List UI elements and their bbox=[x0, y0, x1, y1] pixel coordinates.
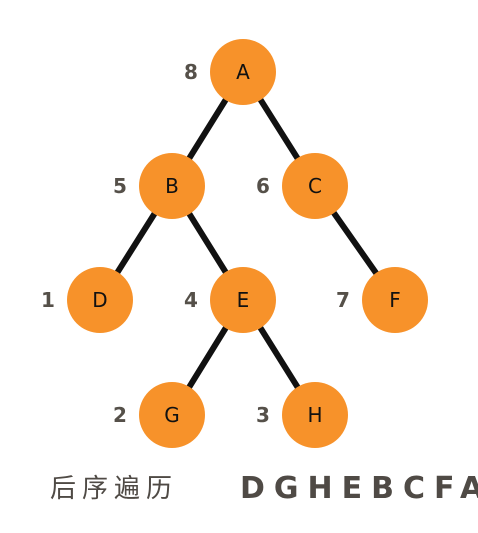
node-label: H bbox=[307, 403, 322, 427]
node-circle bbox=[67, 267, 133, 333]
tree-node-d: D1 bbox=[41, 267, 133, 333]
node-label: B bbox=[165, 174, 179, 198]
visit-order-number: 2 bbox=[113, 403, 127, 427]
tree-node-a: A8 bbox=[184, 39, 276, 105]
visit-order-number: 4 bbox=[184, 288, 198, 312]
tree-node-h: H3 bbox=[256, 382, 348, 448]
node-circle bbox=[210, 39, 276, 105]
node-label: A bbox=[236, 60, 250, 84]
node-circle bbox=[210, 267, 276, 333]
tree-node-e: E4 bbox=[184, 267, 276, 333]
tree-node-b: B5 bbox=[113, 153, 205, 219]
node-label: C bbox=[308, 174, 322, 198]
node-label: E bbox=[237, 288, 250, 312]
tree-node-c: C6 bbox=[256, 153, 348, 219]
visit-order-number: 8 bbox=[184, 60, 198, 84]
node-circle bbox=[362, 267, 428, 333]
node-circle bbox=[282, 153, 348, 219]
tree-edges bbox=[97, 69, 398, 418]
tree-node-g: G2 bbox=[113, 382, 205, 448]
traversal-sequence: DGHEBCFA bbox=[240, 471, 478, 506]
visit-order-number: 7 bbox=[336, 288, 350, 312]
traversal-title: 后序遍历 bbox=[50, 474, 179, 504]
node-label: F bbox=[389, 288, 401, 312]
visit-order-number: 6 bbox=[256, 174, 270, 198]
visit-order-number: 1 bbox=[41, 288, 55, 312]
visit-order-number: 3 bbox=[256, 403, 270, 427]
tree-node-f: F7 bbox=[336, 267, 428, 333]
node-circle bbox=[139, 153, 205, 219]
node-circle bbox=[282, 382, 348, 448]
visit-order-number: 5 bbox=[113, 174, 127, 198]
node-label: G bbox=[164, 403, 180, 427]
node-circle bbox=[139, 382, 205, 448]
node-label: D bbox=[92, 288, 107, 312]
